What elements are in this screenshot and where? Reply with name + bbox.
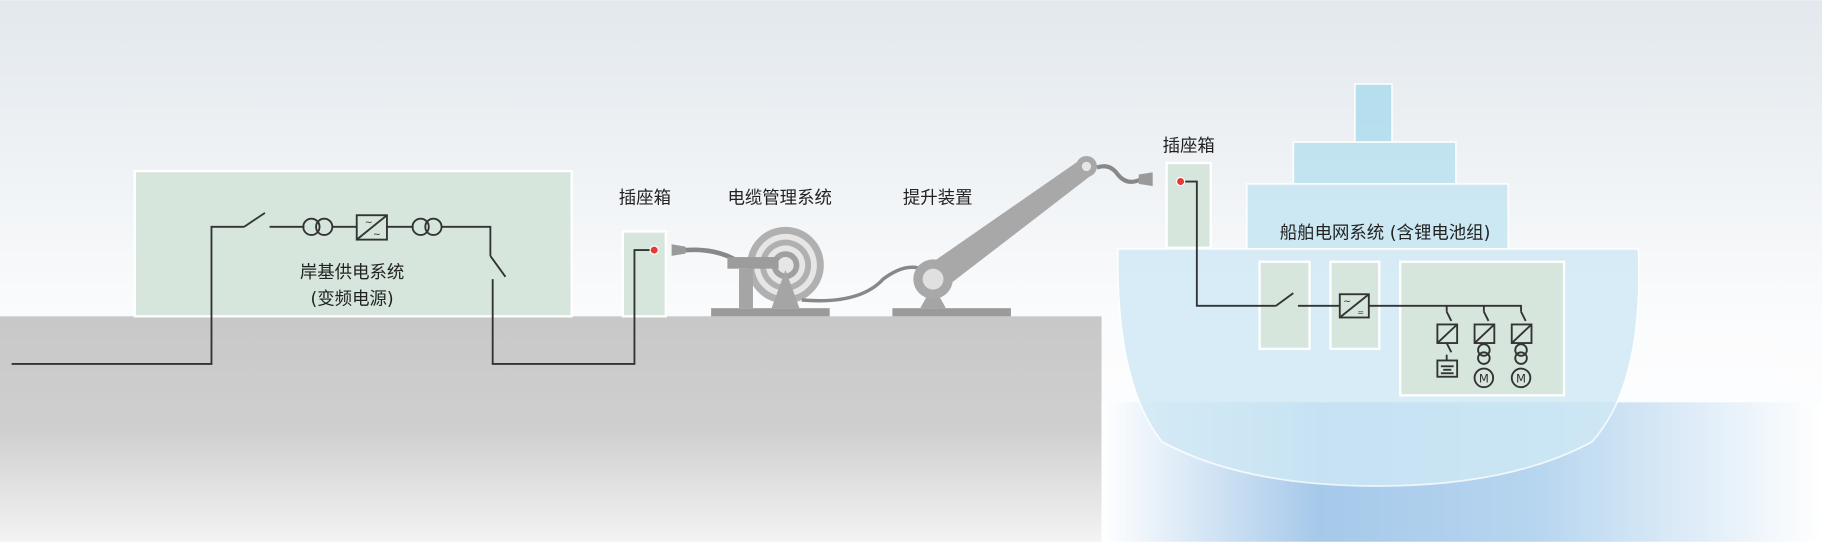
svg-text:M: M [1516,372,1526,386]
svg-text:~: ~ [373,229,381,240]
indicator-light-icon [1175,176,1186,187]
ship-load-box [1399,260,1566,397]
socket-box-shore-label: 插座箱 [619,189,671,209]
svg-text:~: ~ [1343,297,1351,308]
motor-icon [1473,367,1495,389]
ship-circuit: ~ = M [1175,176,1533,389]
socket-box-shore [621,230,667,318]
shore-power-sublabel: (变频电源) [310,290,393,310]
battery-icon [1436,359,1459,378]
socket-box-ship [1165,161,1212,249]
motor-branch: M [1510,311,1533,389]
socket-box-ship-label: 插座箱 [1163,136,1215,156]
motor-icon [1510,367,1532,389]
svg-text:~: ~ [365,218,373,229]
ship-grid-label: 船舶电网系统 (含锂电池组) [1280,223,1491,243]
shore-power-label: 岸基供电系统 [300,263,404,283]
shore-ground [0,316,1102,542]
switch-icon [243,212,266,228]
svg-text:M: M [1479,372,1489,386]
indicator-light-icon [649,245,659,255]
svg-text:=: = [1357,307,1364,317]
shore-power-box [133,169,573,318]
shore-circuit: ~ ~ [11,212,659,365]
cable-management-label: 电缆管理系统 [727,189,831,209]
battery-branch [1436,311,1459,378]
cable-reel-icon [671,226,925,317]
lifting-device-label: 提升装置 [903,189,973,209]
switch-icon [489,255,507,278]
motor-branch: M [1473,311,1496,389]
switch-icon [1275,292,1294,307]
lifting-crane-icon [892,155,1153,317]
